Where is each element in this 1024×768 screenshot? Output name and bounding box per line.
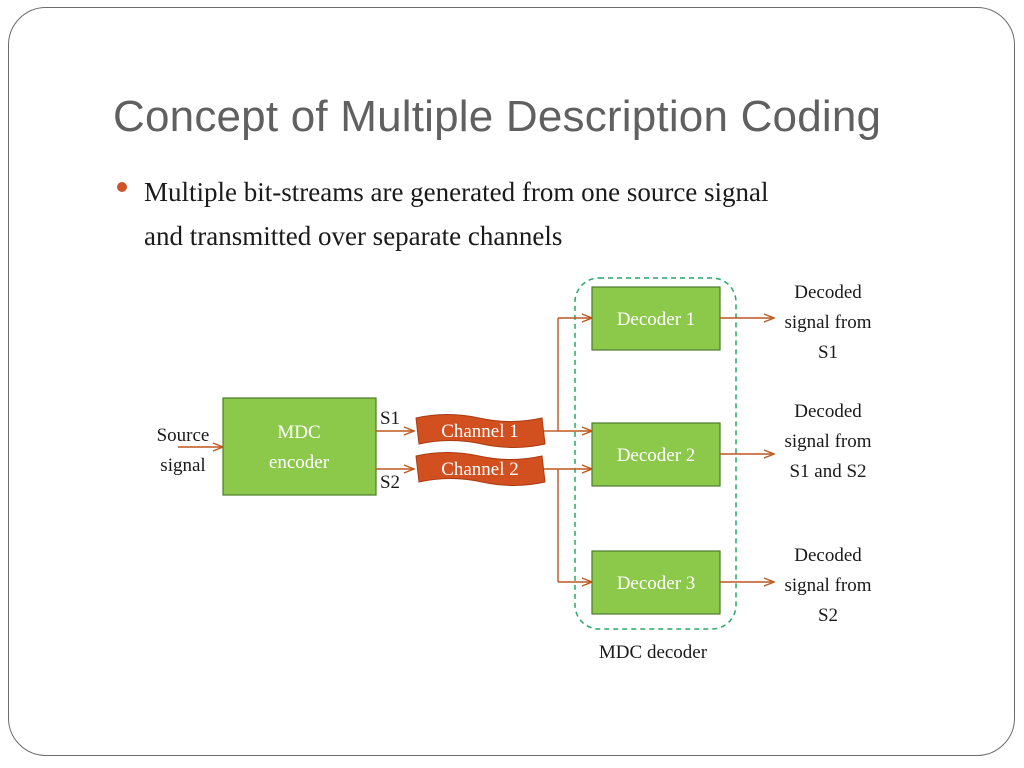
channel-1-label: Channel 1 bbox=[441, 421, 519, 442]
decoder-3-box bbox=[591, 550, 721, 615]
s1-label: S1 bbox=[380, 408, 400, 429]
s2-label: S2 bbox=[380, 472, 400, 493]
channel-2-shape bbox=[415, 452, 546, 486]
bullet-text: Multiple bit-streams are generated from … bbox=[144, 170, 964, 258]
decoder-2-label: Decoder 2 bbox=[617, 445, 696, 466]
encoder-label-line-2: encoder bbox=[269, 452, 330, 473]
output-3-line-3: S2 bbox=[818, 605, 838, 626]
bullet-line-1: Multiple bit-streams are generated from … bbox=[144, 177, 769, 207]
mdc-encoder-box bbox=[222, 397, 377, 496]
channel-2-label: Channel 2 bbox=[441, 459, 519, 480]
output-2-line-1: Decoded bbox=[794, 401, 862, 422]
slide-title: Concept of Multiple Description Coding bbox=[113, 92, 882, 141]
output-1-line-1: Decoded bbox=[794, 282, 862, 303]
source-label-line-1: Source bbox=[157, 425, 210, 446]
decoder-3-label: Decoder 3 bbox=[617, 573, 696, 594]
output-1-line-3: S1 bbox=[818, 342, 838, 363]
mdc-decoder-label: MDC decoder bbox=[599, 642, 708, 663]
bullet-line-2: and transmitted over separate channels bbox=[144, 221, 563, 251]
decoder-1-label: Decoder 1 bbox=[617, 309, 696, 330]
output-1-line-2: signal from bbox=[784, 312, 871, 333]
bullet-dot-icon bbox=[117, 182, 127, 192]
output-3-line-2: signal from bbox=[784, 575, 871, 596]
output-2-line-2: signal from bbox=[784, 431, 871, 452]
slide-frame bbox=[8, 7, 1015, 756]
channel-1-shape bbox=[415, 414, 546, 448]
encoder-label-line-1: MDC bbox=[277, 422, 320, 443]
output-2-line-3: S1 and S2 bbox=[789, 461, 866, 482]
source-label-line-2: signal bbox=[160, 455, 205, 476]
output-3-line-1: Decoded bbox=[794, 545, 862, 566]
